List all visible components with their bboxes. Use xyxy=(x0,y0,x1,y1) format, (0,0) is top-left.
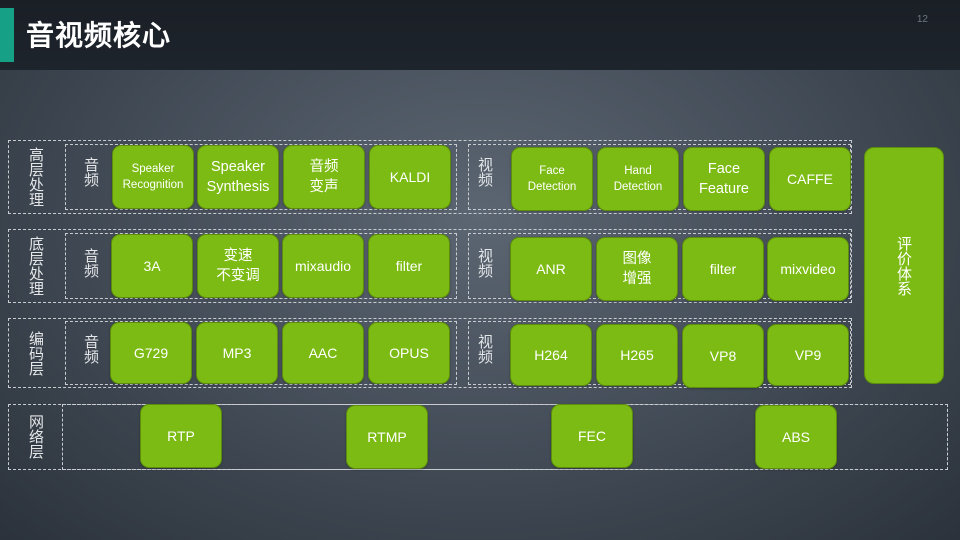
audio-label-low: 音频 xyxy=(82,248,100,278)
speaker-recognition-box: Speaker Recognition xyxy=(112,145,194,209)
coding-frame xyxy=(8,318,852,388)
page-number: 12 xyxy=(916,14,928,25)
video-label-low: 视频 xyxy=(476,248,494,278)
pitch-preserving-speed-box: 变速 不变调 xyxy=(197,234,279,298)
h265-box: H265 xyxy=(596,324,678,386)
title-accent-bar xyxy=(0,8,14,62)
vp8-box: VP8 xyxy=(682,324,764,388)
slide-header: 音视频核心 12 xyxy=(0,0,960,70)
slide-title: 音视频核心 xyxy=(26,19,172,52)
evaluation-system-box: 评价体系 xyxy=(864,147,944,384)
row-label-low: 底层处理 xyxy=(27,236,45,296)
mp3-box: MP3 xyxy=(196,322,278,384)
video-label-codec: 视频 xyxy=(476,334,494,364)
rtmp-box: RTMP xyxy=(346,405,428,469)
evaluation-system-label: 评价体系 xyxy=(895,235,913,296)
aac-box: AAC xyxy=(282,322,364,384)
face-feature-box: Face Feature xyxy=(683,147,765,211)
voice-changer-box: 音频 变声 xyxy=(283,145,365,209)
row-label-high: 高层处理 xyxy=(27,147,45,207)
video-filter-box: filter xyxy=(682,237,764,301)
h264-box: H264 xyxy=(510,324,592,386)
vp9-box: VP9 xyxy=(767,324,849,386)
high-audio-group xyxy=(65,144,457,210)
kaldi-box: KALDI xyxy=(369,145,451,209)
architecture-outer-frame xyxy=(8,140,852,214)
face-detection-box: Face Detection xyxy=(511,147,593,211)
fec-box: FEC xyxy=(551,404,633,468)
mixvideo-box: mixvideo xyxy=(767,237,849,301)
abs-box: ABS xyxy=(755,405,837,469)
lower-processing-frame xyxy=(8,229,852,303)
codec-audio-group xyxy=(65,321,457,385)
hand-detection-box: Hand Detection xyxy=(597,147,679,211)
low-audio-group xyxy=(65,233,457,299)
3a-box: 3A xyxy=(111,234,193,298)
audio-label-codec: 音频 xyxy=(82,334,100,364)
audio-label-high: 音频 xyxy=(82,157,100,187)
network-group xyxy=(62,404,948,470)
row-label-codec: 编码层 xyxy=(27,330,45,376)
audio-filter-box: filter xyxy=(368,234,450,298)
anr-box: ANR xyxy=(510,237,592,301)
row-label-network: 网络层 xyxy=(27,413,45,459)
rtp-box: RTP xyxy=(140,404,222,468)
opus-box: OPUS xyxy=(368,322,450,384)
g729-box: G729 xyxy=(110,322,192,384)
image-enhance-box: 图像 增强 xyxy=(596,237,678,301)
mixaudio-box: mixaudio xyxy=(282,234,364,298)
speaker-synthesis-box: Speaker Synthesis xyxy=(197,145,279,209)
video-label-high: 视频 xyxy=(476,157,494,187)
caffe-box: CAFFE xyxy=(769,147,851,211)
